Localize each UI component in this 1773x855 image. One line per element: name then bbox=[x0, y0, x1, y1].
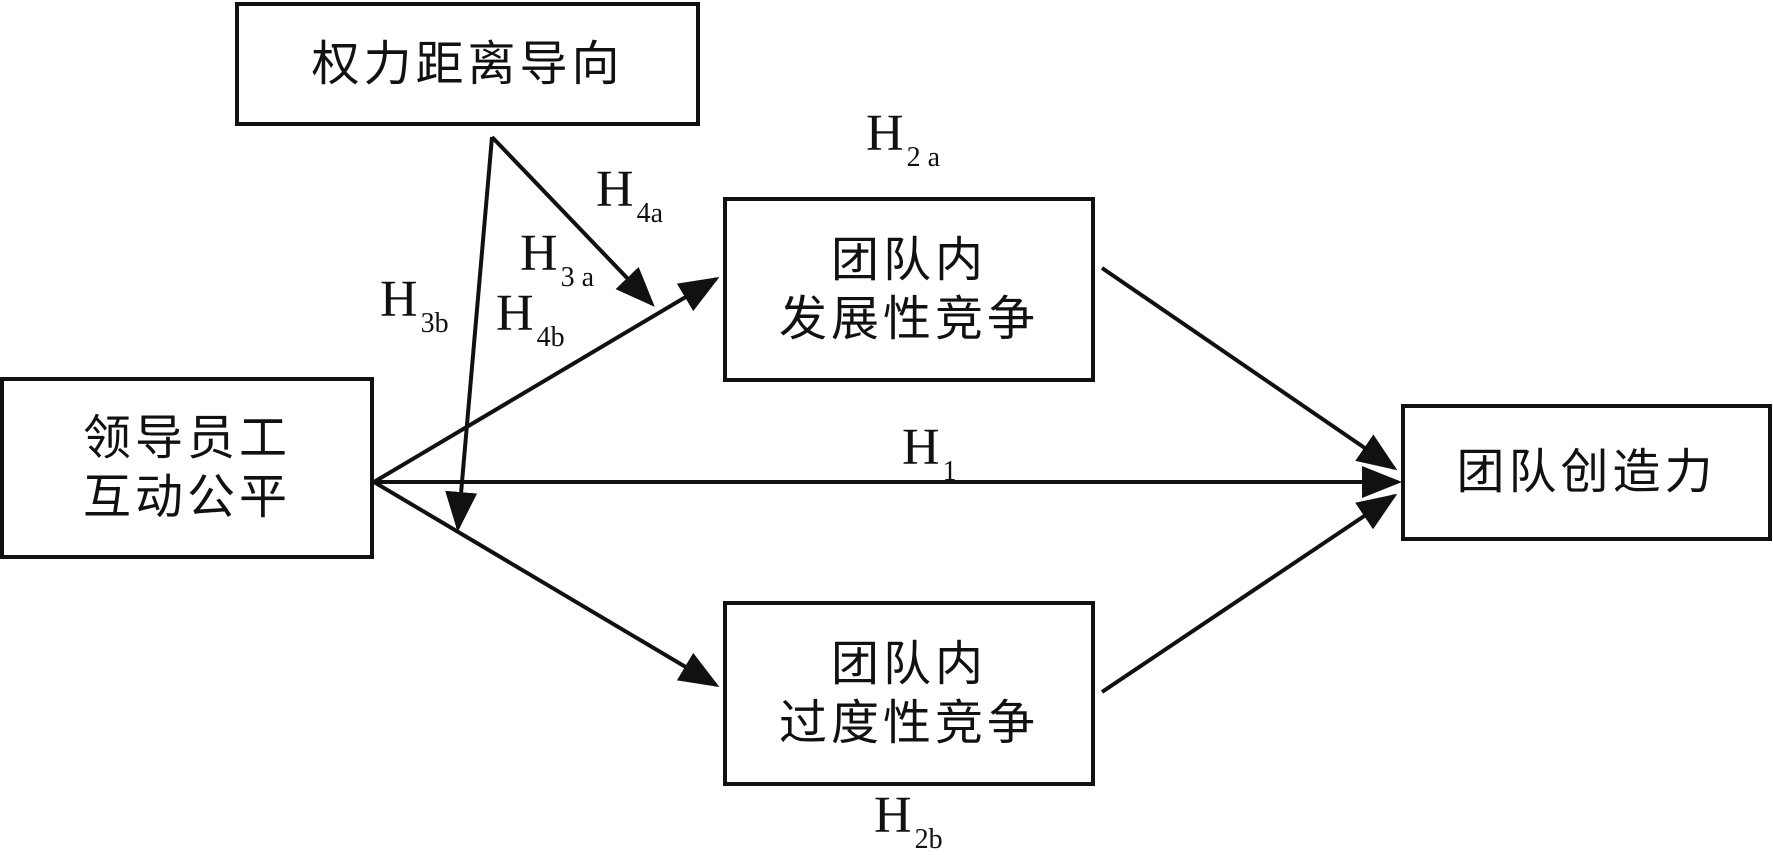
developmental-competition-label: 团队内 发展性竞争 bbox=[778, 231, 1039, 347]
arrow-moderation-to-developmental-path bbox=[490, 135, 655, 307]
leader-member-justice-box: 领导员工 互动公平 bbox=[0, 377, 374, 559]
excessive-competition-label: 团队内 过度性竞争 bbox=[778, 635, 1039, 751]
arrow-justice-to-excessive bbox=[372, 480, 720, 688]
arrow-excessive-to-creativity bbox=[1100, 493, 1398, 694]
arrow-justice-to-developmental bbox=[372, 276, 720, 484]
leader-member-justice-label: 领导员工 互动公平 bbox=[82, 410, 291, 525]
power-distance-box: 权力距离导向 bbox=[235, 2, 700, 126]
team-creativity-label: 团队创造力 bbox=[1456, 444, 1717, 501]
arrow-moderation-to-excessive-path bbox=[445, 136, 494, 532]
excessive-competition-box: 团队内 过度性竞争 bbox=[723, 601, 1095, 786]
arrow-developmental-to-creativity bbox=[1100, 266, 1398, 471]
power-distance-label: 权力距离导向 bbox=[311, 35, 624, 92]
developmental-competition-box: 团队内 发展性竞争 bbox=[723, 197, 1095, 382]
team-creativity-box: 团队创造力 bbox=[1401, 404, 1772, 541]
